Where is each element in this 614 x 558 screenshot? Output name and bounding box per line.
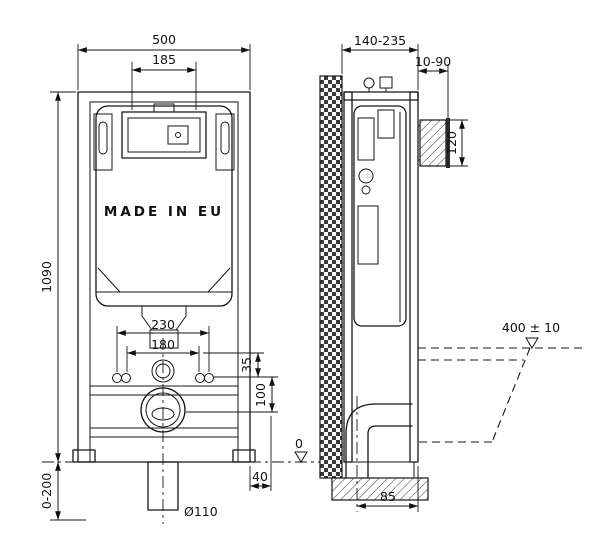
dim-depth-range: 140-235 bbox=[354, 33, 406, 48]
seat-height-datum-marker bbox=[525, 337, 539, 349]
made-in-eu-label: MADE IN EU bbox=[104, 204, 224, 220]
cistern-body bbox=[95, 105, 233, 307]
right-foot bbox=[232, 449, 256, 463]
flush-unit bbox=[121, 111, 207, 159]
dim-front-width: 500 bbox=[152, 32, 176, 47]
frame-back-rail bbox=[343, 91, 353, 463]
flush-plate bbox=[419, 119, 447, 167]
dim-leg-range: 0-200 bbox=[39, 473, 54, 509]
dim-100: 100 bbox=[253, 383, 268, 407]
dim-40: 40 bbox=[252, 469, 268, 484]
front-view: MADE IN EU bbox=[72, 91, 256, 524]
left-foot bbox=[72, 449, 96, 463]
floor-datum-marker bbox=[294, 451, 308, 463]
dim-bolt-spacing-inner: 180 bbox=[151, 337, 175, 352]
dim-plate-depth-range: 10-90 bbox=[415, 54, 451, 69]
dim-frame-height: 1090 bbox=[39, 261, 54, 293]
front-view-dimensions: 500 185 1090 0-200 230 180 35 100 bbox=[39, 32, 320, 521]
frame-front-rail bbox=[409, 91, 419, 463]
cistern-profile bbox=[353, 105, 407, 327]
dim-bolt-spacing-outer: 230 bbox=[151, 317, 175, 332]
cross-rail-lower bbox=[89, 427, 239, 438]
dim-seat-height: 400 ± 10 bbox=[502, 320, 560, 335]
cross-rail-upper bbox=[89, 385, 239, 396]
frame-foot bbox=[345, 461, 415, 479]
dim-floor-level: 0 bbox=[295, 436, 303, 451]
wall-section bbox=[319, 75, 343, 479]
dim-drain-diameter: Ø110 bbox=[184, 504, 218, 519]
dim-plate-height: 120 bbox=[444, 131, 459, 155]
flush-bend bbox=[149, 329, 179, 349]
dim-flush-unit-width: 185 bbox=[152, 52, 176, 67]
frame-outer bbox=[77, 91, 251, 463]
side-view bbox=[319, 75, 585, 512]
left-bracket bbox=[93, 113, 113, 171]
inlet-connection bbox=[151, 359, 175, 383]
side-view-dimensions: 140-235 10-90 120 400 ± 10 0 85 bbox=[294, 33, 560, 512]
dim-drain-offset: 85 bbox=[380, 489, 396, 504]
fill-valve-fitting bbox=[363, 77, 375, 89]
dim-35: 35 bbox=[239, 357, 254, 373]
flush-plate-face bbox=[446, 118, 450, 168]
right-bracket bbox=[215, 113, 235, 171]
